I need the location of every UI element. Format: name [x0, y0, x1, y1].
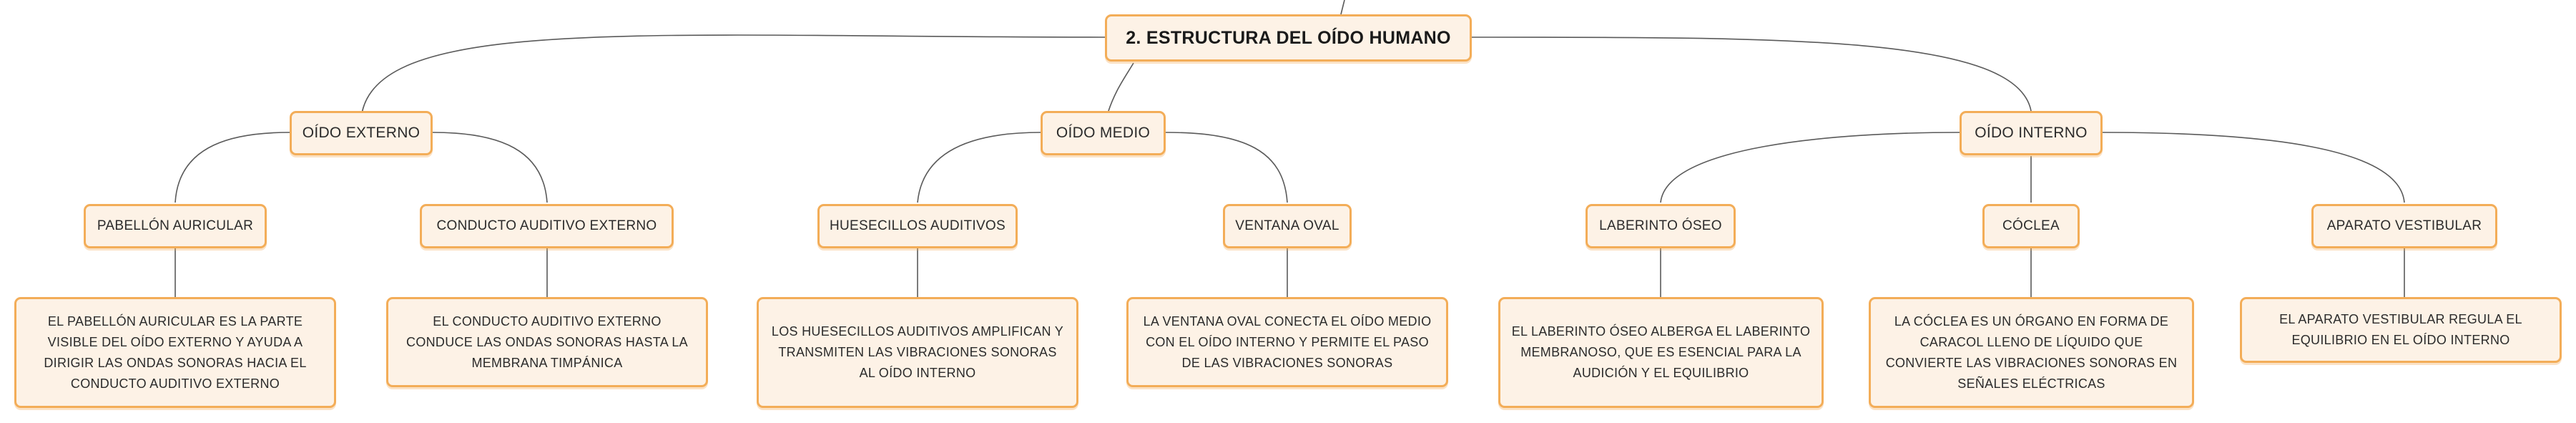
desc-laberinto-oseo: EL LABERINTO ÓSEO ALBERGA EL LABERINTO M… [1498, 297, 1824, 408]
node-label: PABELLÓN AURICULAR [97, 218, 254, 233]
desc-text: LOS HUESECILLOS AUDITIVOS AMPLIFICAN Y T… [771, 324, 1064, 380]
node-label: CONDUCTO AUDITIVO EXTERNO [436, 218, 657, 233]
connector-oido-externo-pabellon [174, 132, 290, 203]
connector-root-oido-externo [360, 34, 1106, 119]
connector-oido-externo-conducto [432, 132, 548, 203]
desc-text: LA CÓCLEA ES UN ÓRGANO EN FORMA DE CARAC… [1885, 313, 2178, 391]
node-oido-interno[interactable]: OÍDO INTERNO [1960, 111, 2103, 155]
desc-ventana-oval: LA VENTANA OVAL CONECTA EL OÍDO MEDIO CO… [1126, 297, 1448, 387]
root-node[interactable]: 2. ESTRUCTURA DEL OÍDO HUMANO [1105, 14, 1472, 62]
connector-oido-interno-laberinto [1660, 132, 1960, 203]
node-coclea[interactable]: CÓCLEA [1982, 204, 2080, 248]
root-title: 2. ESTRUCTURA DEL OÍDO HUMANO [1126, 27, 1451, 48]
node-label: VENTANA OVAL [1235, 218, 1339, 233]
desc-text: EL CONDUCTO AUDITIVO EXTERNO CONDUCE LAS… [406, 313, 688, 370]
node-pabellon-auricular[interactable]: PABELLÓN AURICULAR [84, 204, 267, 248]
desc-text: EL PABELLÓN AURICULAR ES LA PARTE VISIBL… [44, 313, 307, 391]
node-label: APARATO VESTIBULAR [2326, 218, 2482, 233]
node-conducto-auditivo-externo[interactable]: CONDUCTO AUDITIVO EXTERNO [420, 204, 674, 248]
node-label: HUESECILLOS AUDITIVOS [830, 218, 1006, 233]
desc-text: LA VENTANA OVAL CONECTA EL OÍDO MEDIO CO… [1143, 313, 1432, 370]
desc-text: EL LABERINTO ÓSEO ALBERGA EL LABERINTO M… [1511, 324, 1811, 380]
node-label: CÓCLEA [2002, 218, 2060, 233]
connector-oido-medio-huesecillos [917, 132, 1041, 203]
connector-oido-medio-ventana [1165, 132, 1288, 203]
connector-oido-interno-vestibular [2102, 132, 2405, 203]
desc-conducto-auditivo-externo: EL CONDUCTO AUDITIVO EXTERNO CONDUCE LAS… [386, 297, 708, 387]
node-label: LABERINTO ÓSEO [1599, 218, 1722, 233]
node-label: OÍDO INTERNO [1975, 125, 2088, 141]
node-oido-externo[interactable]: OÍDO EXTERNO [290, 111, 433, 155]
node-label: OÍDO MEDIO [1056, 125, 1151, 141]
desc-huesecillos-auditivos: LOS HUESECILLOS AUDITIVOS AMPLIFICAN Y T… [757, 297, 1078, 408]
connector-root-oido-medio [1108, 62, 1134, 112]
desc-pabellon-auricular: EL PABELLÓN AURICULAR ES LA PARTE VISIBL… [14, 297, 336, 408]
desc-text: EL APARATO VESTIBULAR REGULA EL EQUILIBR… [2279, 312, 2522, 347]
node-oido-medio[interactable]: OÍDO MEDIO [1041, 111, 1166, 155]
node-laberinto-oseo[interactable]: LABERINTO ÓSEO [1586, 204, 1736, 248]
desc-aparato-vestibular: EL APARATO VESTIBULAR REGULA EL EQUILIBR… [2240, 297, 2562, 363]
desc-coclea: LA CÓCLEA ES UN ÓRGANO EN FORMA DE CARAC… [1869, 297, 2194, 408]
node-label: OÍDO EXTERNO [302, 125, 421, 141]
connector-top-stub [1340, 0, 1345, 15]
node-ventana-oval[interactable]: VENTANA OVAL [1223, 204, 1352, 248]
connector-root-oido-interno [1471, 37, 2032, 112]
node-aparato-vestibular[interactable]: APARATO VESTIBULAR [2311, 204, 2497, 248]
node-huesecillos-auditivos[interactable]: HUESECILLOS AUDITIVOS [817, 204, 1018, 248]
